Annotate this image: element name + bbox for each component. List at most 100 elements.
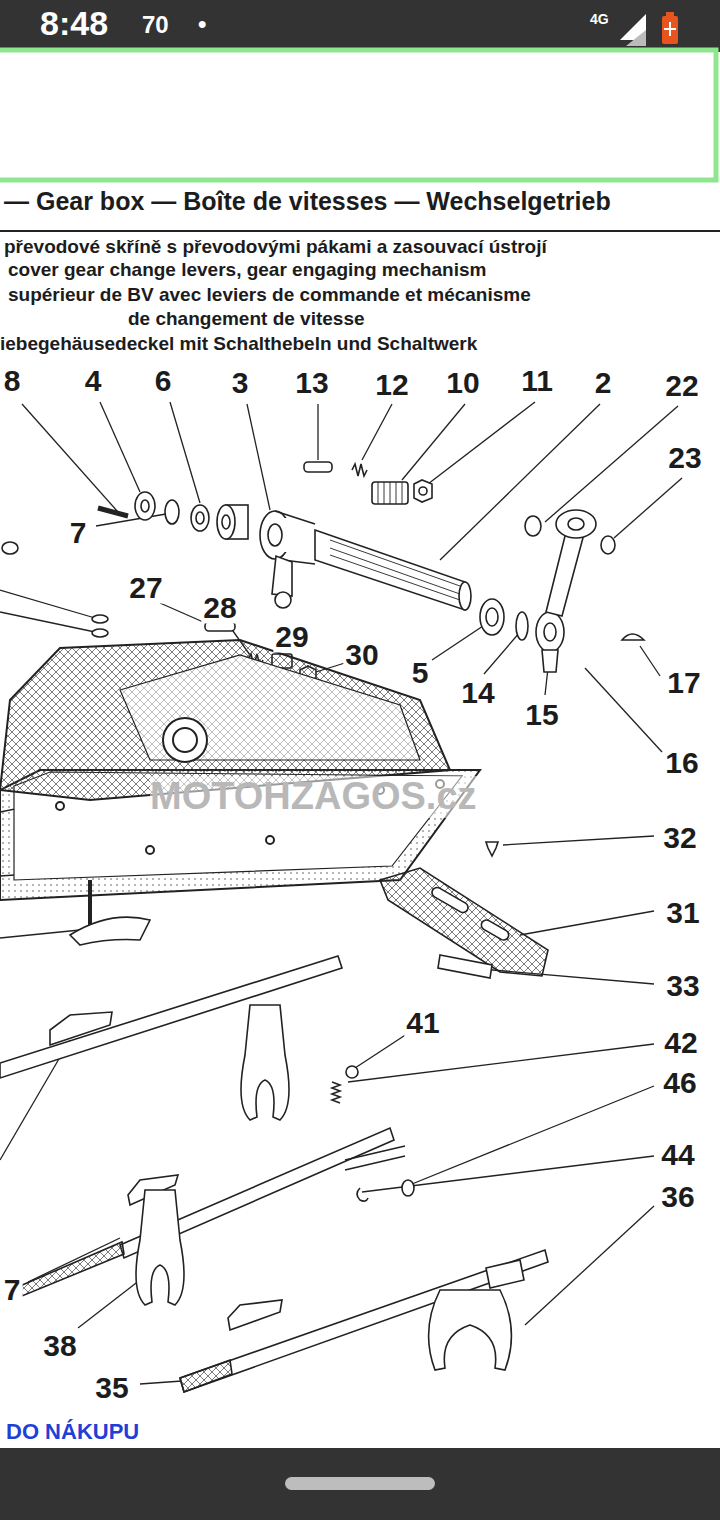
navigation-bar bbox=[285, 1477, 435, 1490]
leader-lines bbox=[432, 624, 486, 660]
callout-number: 6 bbox=[153, 364, 174, 397]
shaft-assembly bbox=[480, 599, 504, 635]
shaft-assembly bbox=[2, 542, 18, 554]
shaft-assembly bbox=[372, 482, 408, 504]
shaft-assembly bbox=[92, 615, 108, 623]
status-bar bbox=[666, 12, 674, 17]
shaft-assembly bbox=[516, 612, 528, 640]
leader-lines bbox=[614, 478, 682, 538]
callout-number: 2 bbox=[593, 366, 614, 399]
leader-lines bbox=[520, 911, 654, 935]
leader-lines bbox=[640, 646, 660, 676]
callout-number: 28 bbox=[201, 591, 238, 624]
leader-lines bbox=[440, 404, 600, 560]
callout-number: 23 bbox=[666, 441, 703, 474]
callout-number: 14 bbox=[459, 676, 496, 709]
status-text: 4G bbox=[590, 12, 609, 27]
callout-number: 11 bbox=[519, 364, 555, 397]
status-text: • bbox=[198, 11, 206, 37]
callout-number: 29 bbox=[273, 620, 310, 653]
leader-lines bbox=[100, 402, 140, 492]
status-text: 8:48 bbox=[40, 5, 108, 42]
callout-number: 33 bbox=[664, 969, 701, 1002]
shaft-assembly bbox=[414, 480, 432, 502]
shaft-assembly bbox=[330, 540, 460, 600]
caption-line: de changement de vitesse bbox=[128, 309, 365, 330]
leader-lines bbox=[0, 402, 682, 1384]
shaft-assembly bbox=[222, 515, 230, 529]
status-bar bbox=[626, 30, 646, 46]
shaft-assembly bbox=[536, 612, 564, 652]
selector-rods bbox=[346, 1066, 358, 1078]
leader-lines bbox=[585, 668, 662, 752]
shaft-assembly bbox=[352, 464, 367, 476]
shaft-assembly bbox=[568, 518, 584, 530]
callout-number: 38 bbox=[41, 1329, 78, 1362]
small-parts bbox=[430, 886, 470, 915]
shaft-assembly bbox=[272, 556, 292, 596]
selector-rods bbox=[486, 1260, 524, 1288]
callout-number: 5 bbox=[410, 656, 431, 689]
selector-rods bbox=[402, 1180, 414, 1196]
leader-lines bbox=[170, 402, 200, 503]
callout-number: 17 bbox=[665, 666, 702, 699]
small-parts bbox=[70, 917, 150, 945]
callout-number: 10 bbox=[444, 366, 481, 399]
shaft-assembly bbox=[525, 516, 541, 536]
leader-lines bbox=[402, 404, 465, 480]
status-bar bbox=[0, 0, 720, 52]
shaft-assembly bbox=[98, 508, 128, 516]
callout-number: 12 bbox=[373, 368, 410, 401]
callout-number: 15 bbox=[523, 698, 560, 731]
callout-number: 32 bbox=[661, 821, 698, 854]
selector-rods bbox=[241, 1005, 289, 1120]
selector-rods bbox=[136, 1190, 184, 1305]
shaft-assembly bbox=[217, 505, 235, 539]
selector-rods bbox=[429, 1290, 512, 1370]
shaft-assembly bbox=[92, 629, 108, 637]
leader-lines bbox=[317, 404, 318, 460]
small-parts bbox=[88, 880, 92, 930]
gearbox-cover bbox=[163, 718, 207, 762]
shaft-assembly bbox=[546, 532, 584, 616]
small-parts bbox=[486, 842, 498, 856]
leader-lines bbox=[0, 590, 95, 618]
leader-lines bbox=[428, 402, 535, 484]
leader-lines bbox=[484, 632, 520, 674]
panel bbox=[0, 50, 716, 180]
callout-number: 30 bbox=[343, 638, 380, 671]
selector-rods bbox=[20, 1242, 124, 1296]
gearbox-cover bbox=[146, 846, 154, 854]
callout-number: 31 bbox=[664, 896, 701, 929]
shaft-assembly bbox=[165, 500, 179, 524]
rule-line bbox=[0, 230, 720, 232]
selector-rods bbox=[0, 956, 342, 1078]
status-bar bbox=[662, 16, 678, 44]
gearbox-cover bbox=[173, 728, 197, 752]
shaft-assembly bbox=[486, 608, 498, 626]
small-parts bbox=[70, 842, 548, 978]
leader-lines bbox=[362, 404, 392, 460]
callout-number: 22 bbox=[663, 369, 700, 402]
callout-number: 35 bbox=[93, 1371, 130, 1404]
shaft-assembly bbox=[196, 512, 204, 524]
leader-lines bbox=[22, 404, 118, 512]
navigation-bar bbox=[0, 1448, 720, 1520]
shaft-assembly bbox=[419, 487, 427, 495]
link-text: DO NÁKUPU bbox=[6, 1420, 139, 1444]
navigation-bar bbox=[0, 1448, 720, 1520]
shaft-assembly bbox=[191, 505, 209, 531]
selector-rods bbox=[345, 1156, 405, 1170]
gearbox-cover bbox=[266, 836, 274, 844]
leader-lines bbox=[545, 406, 678, 522]
selector-rods bbox=[180, 1250, 548, 1392]
leader-lines bbox=[78, 1280, 140, 1328]
page-title: — Gear box — Boîte de vitesses — Wechsel… bbox=[4, 188, 611, 216]
shaft-assembly bbox=[268, 524, 282, 546]
shaft-assembly bbox=[141, 500, 149, 512]
shaft-assembly bbox=[315, 530, 465, 610]
status-text: 70 bbox=[142, 12, 169, 38]
panel bbox=[0, 50, 716, 180]
shaft-assembly bbox=[544, 623, 556, 641]
